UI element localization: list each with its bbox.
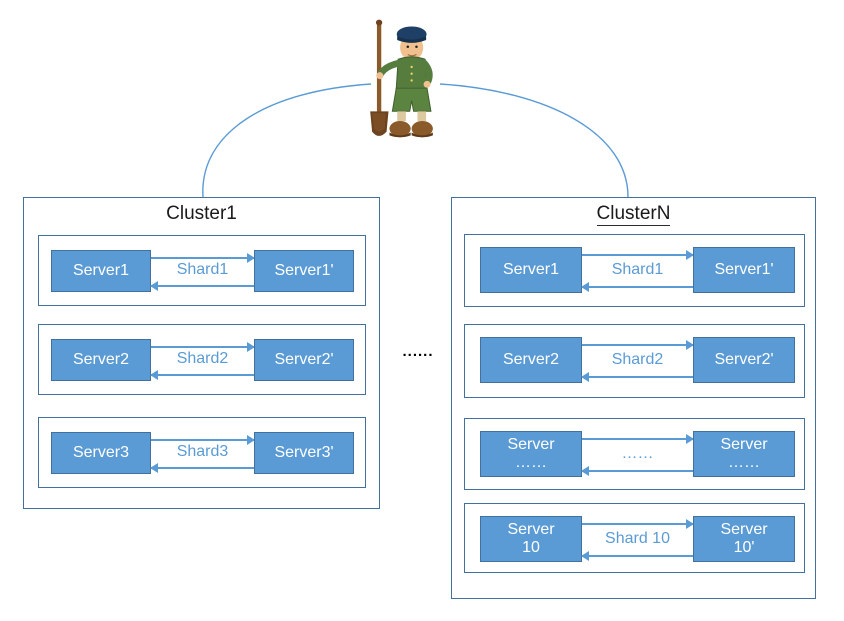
- server-box: Server1: [480, 247, 582, 293]
- replication-row: Server3 Shard3 Server3': [38, 417, 366, 488]
- cluster1-title: Cluster1: [24, 203, 379, 225]
- shard-label: Shard1: [176, 261, 229, 278]
- shard-arrow-right: [151, 342, 255, 352]
- shard-arrow-right: [582, 519, 694, 529]
- server-label: Server1: [72, 261, 130, 279]
- replication-row: Server1 Shard1 Server1': [38, 235, 366, 306]
- replication-row: Server2 Shard2 Server2': [464, 324, 805, 398]
- server-label: Server2': [274, 350, 334, 368]
- server-box: Server2': [693, 337, 795, 383]
- shard-arrow-left: [150, 463, 254, 473]
- replication-row: Server1 Shard1 Server1': [464, 234, 805, 307]
- server-box: Server 10': [693, 516, 795, 562]
- shard-arrow-right: [582, 434, 694, 444]
- shard-label: Shard2: [176, 350, 229, 367]
- server-box: Server2': [254, 339, 354, 381]
- clusterN-box: ClusterN Server1 Shard1 Server1' Server2…: [451, 197, 816, 599]
- shard-arrow-right: [582, 340, 694, 350]
- server-box: Server1': [254, 250, 354, 292]
- server-label: Server2': [714, 350, 774, 368]
- shard-arrow-right: [151, 253, 255, 263]
- server-label: Server1': [714, 260, 774, 278]
- clusterN-title-text: ClusterN: [596, 203, 671, 226]
- connector-curve-right: [439, 83, 629, 198]
- shard-label: Shard2: [611, 351, 664, 368]
- server-box: Server3: [51, 432, 151, 474]
- server-box: Server1: [51, 250, 151, 292]
- cluster1-box: Cluster1 Server1 Shard1 Server1' Server2…: [23, 197, 380, 509]
- shard-label: Shard1: [611, 261, 664, 278]
- shard-arrow-left: [150, 281, 254, 291]
- shard-arrow-left: [581, 372, 693, 382]
- server-label: Server 10: [507, 520, 555, 556]
- server-box: Server2: [480, 337, 582, 383]
- replication-row: Server2 Shard2 Server2': [38, 324, 366, 395]
- shard-label: Shard3: [176, 443, 229, 460]
- server-label: Server2: [72, 350, 130, 368]
- server-label: Server 10': [720, 520, 768, 556]
- server-label: Server1': [274, 261, 334, 279]
- shard-label: ……: [621, 445, 654, 462]
- cluster1-title-text: Cluster1: [166, 203, 237, 224]
- shard-arrow-left: [150, 370, 254, 380]
- shard-arrow-right: [582, 250, 694, 260]
- replication-row: Server …… …… Server ……: [464, 418, 805, 490]
- server-label: Server ……: [720, 435, 768, 471]
- server-box: Server 10: [480, 516, 582, 562]
- connector-curve-left: [202, 83, 372, 198]
- server-box: Server2: [51, 339, 151, 381]
- server-label: Server ……: [507, 435, 555, 471]
- shard-arrow-left: [581, 282, 693, 292]
- server-box: Server ……: [480, 431, 582, 477]
- shard-arrow-left: [581, 551, 693, 561]
- replication-row: Server 10 Shard 10 Server 10': [464, 503, 805, 573]
- shard-arrow-left: [581, 466, 693, 476]
- server-label: Server1: [502, 260, 560, 278]
- shard-label: Shard 10: [605, 530, 670, 547]
- server-box: Server1': [693, 247, 795, 293]
- server-label: Server2: [502, 350, 560, 368]
- worker-character-icon: [370, 19, 433, 138]
- server-box: Server ……: [693, 431, 795, 477]
- server-box: Server3': [254, 432, 354, 474]
- cluster-separator-dots: ......: [402, 343, 434, 360]
- shard-arrow-right: [151, 435, 255, 445]
- server-label: Server3': [274, 443, 334, 461]
- server-label: Server3: [72, 443, 130, 461]
